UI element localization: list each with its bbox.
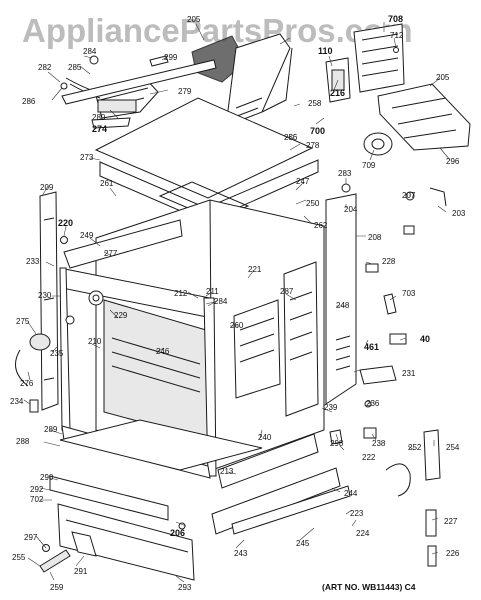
callout-240: 240 bbox=[258, 433, 272, 442]
callout-248: 248 bbox=[336, 301, 350, 310]
callout-213: 213 bbox=[220, 467, 234, 476]
callout-227: 227 bbox=[444, 517, 458, 526]
callout-226: 226 bbox=[446, 549, 460, 558]
control-module bbox=[325, 23, 405, 103]
callout-277: 277 bbox=[104, 249, 118, 258]
callout-712: 712 bbox=[390, 31, 404, 40]
callout-259: 259 bbox=[50, 583, 64, 592]
callout-283: 283 bbox=[338, 169, 352, 178]
callout-245: 245 bbox=[296, 539, 310, 548]
callout-275: 275 bbox=[16, 317, 30, 326]
callout-252: 252 bbox=[408, 443, 422, 452]
callout-284: 284 bbox=[83, 47, 97, 56]
small-parts-left bbox=[42, 236, 186, 552]
callout-280: 280 bbox=[92, 113, 106, 122]
callout-279: 279 bbox=[178, 87, 192, 96]
callout-282: 282 bbox=[38, 63, 52, 72]
callout-243: 243 bbox=[234, 549, 248, 558]
callout-256: 256 bbox=[284, 133, 298, 142]
callout-247: 247 bbox=[296, 177, 310, 186]
callout-254: 254 bbox=[446, 443, 460, 452]
callout-274: 274 bbox=[92, 124, 107, 134]
callout-292: 292 bbox=[30, 485, 44, 494]
callout-288: 288 bbox=[16, 437, 30, 446]
callout-249: 249 bbox=[80, 231, 94, 240]
rear-panel-bracket bbox=[363, 83, 471, 156]
callout-216: 216 bbox=[330, 88, 345, 98]
callout-285: 285 bbox=[68, 63, 82, 72]
callout-262: 262 bbox=[314, 221, 328, 230]
callout-278: 278 bbox=[306, 141, 320, 150]
callout-220: 220 bbox=[58, 218, 73, 228]
callout-205-b: 205 bbox=[436, 73, 450, 82]
callout-205: 205 bbox=[187, 15, 201, 24]
callout-261: 261 bbox=[100, 179, 114, 188]
callout-703: 703 bbox=[402, 289, 416, 298]
callout-212: 212 bbox=[174, 289, 188, 298]
callout-296: 296 bbox=[446, 157, 460, 166]
callout-239: 239 bbox=[324, 403, 338, 412]
art-number: (ART NO. WB11443) C4 bbox=[322, 582, 416, 592]
callout-labels: 205 708 712 282 284 285 299 286 279 280 … bbox=[10, 14, 466, 592]
callout-231: 231 bbox=[402, 369, 416, 378]
callout-228: 228 bbox=[382, 257, 396, 266]
callout-221: 221 bbox=[248, 265, 262, 274]
callout-229: 229 bbox=[114, 311, 128, 320]
callout-290: 290 bbox=[40, 473, 54, 482]
callout-230: 230 bbox=[38, 291, 52, 300]
callout-284-b: 284 bbox=[214, 297, 228, 306]
callout-235: 235 bbox=[50, 349, 64, 358]
callout-273: 273 bbox=[80, 153, 94, 162]
callout-211: 211 bbox=[206, 287, 219, 296]
callout-224: 224 bbox=[356, 529, 370, 538]
callout-286: 286 bbox=[22, 97, 36, 106]
callout-258: 258 bbox=[308, 99, 322, 108]
callout-291: 291 bbox=[74, 567, 88, 576]
callout-210: 210 bbox=[88, 337, 102, 346]
callout-203: 203 bbox=[452, 209, 466, 218]
callout-461: 461 bbox=[364, 342, 379, 352]
left-side-panel bbox=[15, 191, 59, 413]
callout-299: 299 bbox=[164, 53, 178, 62]
callout-702: 702 bbox=[30, 495, 44, 504]
callout-246: 246 bbox=[156, 347, 170, 356]
callout-209: 209 bbox=[40, 183, 54, 192]
callout-709: 709 bbox=[362, 161, 376, 170]
callout-233: 233 bbox=[26, 257, 40, 266]
callout-289: 289 bbox=[44, 425, 58, 434]
callout-110: 110 bbox=[318, 46, 333, 56]
callout-238: 238 bbox=[372, 439, 386, 448]
callout-700: 700 bbox=[310, 126, 325, 136]
small-parts-right bbox=[329, 183, 447, 567]
callout-234: 234 bbox=[10, 397, 24, 406]
callout-293: 293 bbox=[178, 583, 192, 592]
callout-236: 236 bbox=[366, 399, 380, 408]
callout-255: 255 bbox=[12, 553, 26, 562]
callout-40: 40 bbox=[420, 334, 430, 344]
drawer-area bbox=[39, 419, 351, 581]
callout-207: 207 bbox=[402, 191, 416, 200]
callout-244: 244 bbox=[344, 489, 358, 498]
callout-298: 298 bbox=[330, 439, 344, 448]
callout-708: 708 bbox=[388, 14, 403, 24]
callout-208: 208 bbox=[368, 233, 382, 242]
callout-250: 250 bbox=[306, 199, 320, 208]
callout-204: 204 bbox=[344, 205, 358, 214]
top-panel bbox=[61, 59, 319, 223]
callout-206: 206 bbox=[170, 528, 185, 538]
callout-297: 297 bbox=[24, 533, 38, 542]
callout-223: 223 bbox=[350, 509, 364, 518]
callout-222: 222 bbox=[362, 453, 376, 462]
callout-287: 287 bbox=[280, 287, 294, 296]
leader-lines bbox=[23, 22, 451, 583]
callout-276: 276 bbox=[20, 379, 34, 388]
callout-260: 260 bbox=[230, 321, 244, 330]
